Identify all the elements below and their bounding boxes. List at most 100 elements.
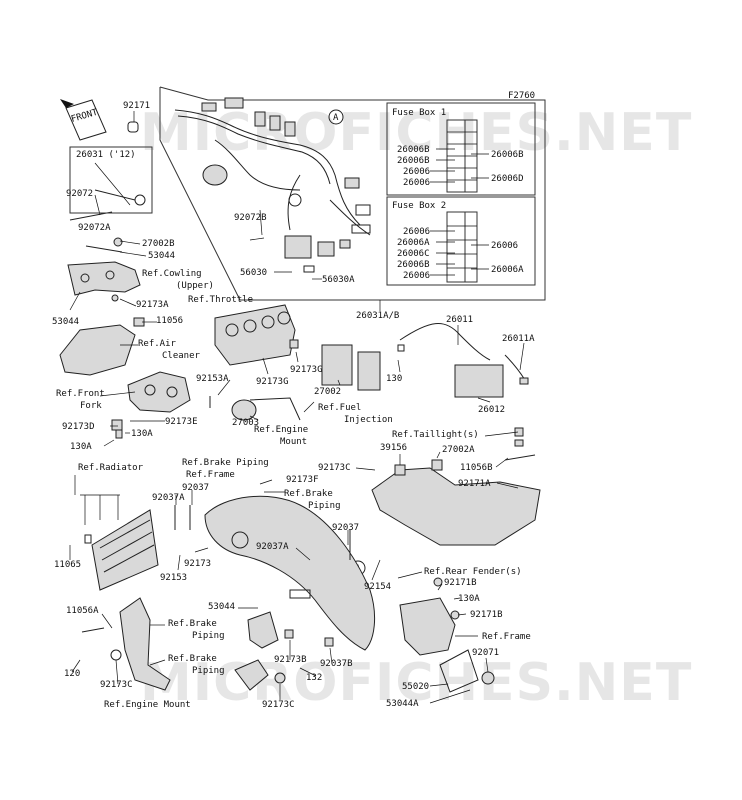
label-26031ab: 26031A/B: [356, 311, 399, 321]
ecu-unit: [321, 344, 405, 391]
fuse-box-2-left-4: 26006: [403, 271, 430, 281]
label-92154: 92154: [364, 582, 391, 592]
label-92173e: 92173E: [165, 417, 198, 427]
label-11056b: 11056B: [460, 463, 493, 473]
label-ref-brake-piping-4b: Piping: [192, 666, 225, 676]
label-27003: 27003: [232, 418, 259, 428]
label-ref-front-2: Fork: [80, 401, 102, 411]
label-ref-engine-mount-2: Mount: [280, 437, 307, 447]
label-56030a: 56030A: [322, 275, 355, 285]
fuse-box-2-right-0: 26006: [491, 241, 518, 251]
svg-text:A: A: [333, 113, 339, 123]
label-92171b-2: 92171B: [470, 610, 503, 620]
label-92037a-2: 92037A: [256, 542, 289, 552]
label-26011a: 26011A: [502, 334, 535, 344]
cowling-bracket: [67, 261, 141, 296]
callout-a-top: A: [328, 109, 344, 125]
harness-outline: [159, 86, 546, 301]
label-53044a: 53044A: [386, 699, 419, 709]
label-92173g-2: 92173G: [256, 377, 289, 387]
label-ref-frame-1: Ref.Frame: [186, 470, 235, 480]
label-ref-radiator: Ref.Radiator: [78, 463, 144, 473]
label-11056: 11056: [156, 316, 183, 326]
label-130a-3: 130A: [458, 594, 480, 604]
label-92072b: 92072B: [234, 213, 267, 223]
label-27002: 27002: [314, 387, 341, 397]
label-ref-brake-piping-3: Ref.Brake: [168, 619, 217, 629]
fuse-box-2-left-3: 26006B: [397, 260, 430, 270]
label-92153: 92153: [160, 573, 187, 583]
fuse-box-1-left-3: 26006: [403, 178, 430, 188]
leader-lines: [69, 111, 525, 704]
fuse-box-1-left-1: 26006B: [397, 156, 430, 166]
rear-fender-tray: [371, 427, 541, 546]
fuse-box-1-left-2: 26006: [403, 167, 430, 177]
brake-piping-bracket-lower: [234, 629, 334, 691]
label-56030: 56030: [240, 268, 267, 278]
label-26031-12-box: [69, 146, 153, 214]
label-ref-air: Ref.Air: [138, 339, 177, 349]
fuse-box-2-title: Fuse Box 2: [392, 201, 446, 211]
air-cleaner-part: [59, 324, 136, 376]
fuse-box-2-left-0: 26006: [403, 227, 430, 237]
label-ref-cowling: Ref.Cowling: [142, 269, 202, 279]
brake-piping-bracket-upper: [247, 611, 279, 649]
small-parts-left: [69, 121, 146, 439]
label-92071: 92071: [472, 648, 499, 658]
wiring-harness-main: [174, 97, 371, 273]
label-ref-brake-piping-4: Ref.Brake: [168, 654, 217, 664]
label-92173c-1: 92173C: [318, 463, 351, 473]
label-ref-air-2: Cleaner: [162, 351, 201, 361]
label-ref-throttle: Ref.Throttle: [188, 295, 253, 305]
label-ref-frame-2: Ref.Frame: [482, 632, 531, 642]
label-92173c-2: 92173C: [100, 680, 133, 690]
label-132: 132: [306, 673, 322, 683]
label-ref-engine-mount-1: Ref.Engine: [254, 425, 308, 435]
label-130a-1: 130A: [131, 429, 153, 439]
label-92072a: 92072A: [78, 223, 111, 233]
label-92171: 92171: [123, 101, 150, 111]
label-92173f: 92173F: [286, 475, 319, 485]
label-27002a: 27002A: [442, 445, 475, 455]
label-ref-brake-piping-3b: Piping: [192, 631, 225, 641]
label-ref-engine-mount-3: Ref.Engine Mount: [104, 700, 191, 710]
label-92173c-3: 92173C: [262, 700, 295, 710]
label-27002b: 27002B: [142, 239, 175, 249]
fuse-box-1-left-0: 26006B: [397, 145, 430, 155]
front-arrow-icon: FRONT: [60, 99, 107, 141]
label-92037a-1: 92037A: [152, 493, 185, 503]
label-26011: 26011: [446, 315, 473, 325]
fuse-box-1-title: Fuse Box 1: [392, 108, 446, 118]
label-ref-brake-piping-2b: Piping: [308, 501, 341, 511]
label-26012: 26012: [478, 405, 505, 415]
label-92173a: 92173A: [136, 300, 169, 310]
label-ref-cowling-2: (Upper): [176, 281, 214, 291]
label-130a-2: 130A: [70, 442, 92, 452]
label-53044-lower: 53044: [208, 602, 235, 612]
label-92072: 92072: [66, 189, 93, 199]
svg-text:FRONT: FRONT: [70, 108, 99, 125]
label-ref-fuel-2: Injection: [344, 415, 393, 425]
label-39156: 39156: [380, 443, 407, 453]
label-11056a: 11056A: [66, 606, 99, 616]
label-26031-12: 26031 ('12): [76, 150, 136, 160]
label-92171b-1: 92171B: [444, 578, 477, 588]
diagram-code: F2760: [508, 91, 535, 101]
fuse-box-2-right-1: 26006A: [491, 265, 524, 275]
fuse-box-2-left-2: 26006C: [397, 249, 430, 259]
frame-part: [174, 495, 375, 651]
label-ref-brake-piping-1: Ref.Brake Piping: [182, 458, 269, 468]
label-92173g-1: 92173G: [290, 365, 323, 375]
label-92153a: 92153A: [196, 374, 229, 384]
label-ref-brake-piping-2: Ref.Brake: [284, 489, 333, 499]
fuse-box-1-right-1: 26006D: [491, 174, 524, 184]
label-55020: 55020: [402, 682, 429, 692]
label-120: 120: [64, 669, 80, 679]
label-ref-taillight: Ref.Taillight(s): [392, 430, 479, 440]
engine-mount-bracket: [81, 597, 171, 691]
label-92173d: 92173D: [62, 422, 95, 432]
label-130: 130: [386, 374, 402, 384]
label-92037b: 92037B: [320, 659, 353, 669]
battery-assembly: [399, 323, 529, 398]
